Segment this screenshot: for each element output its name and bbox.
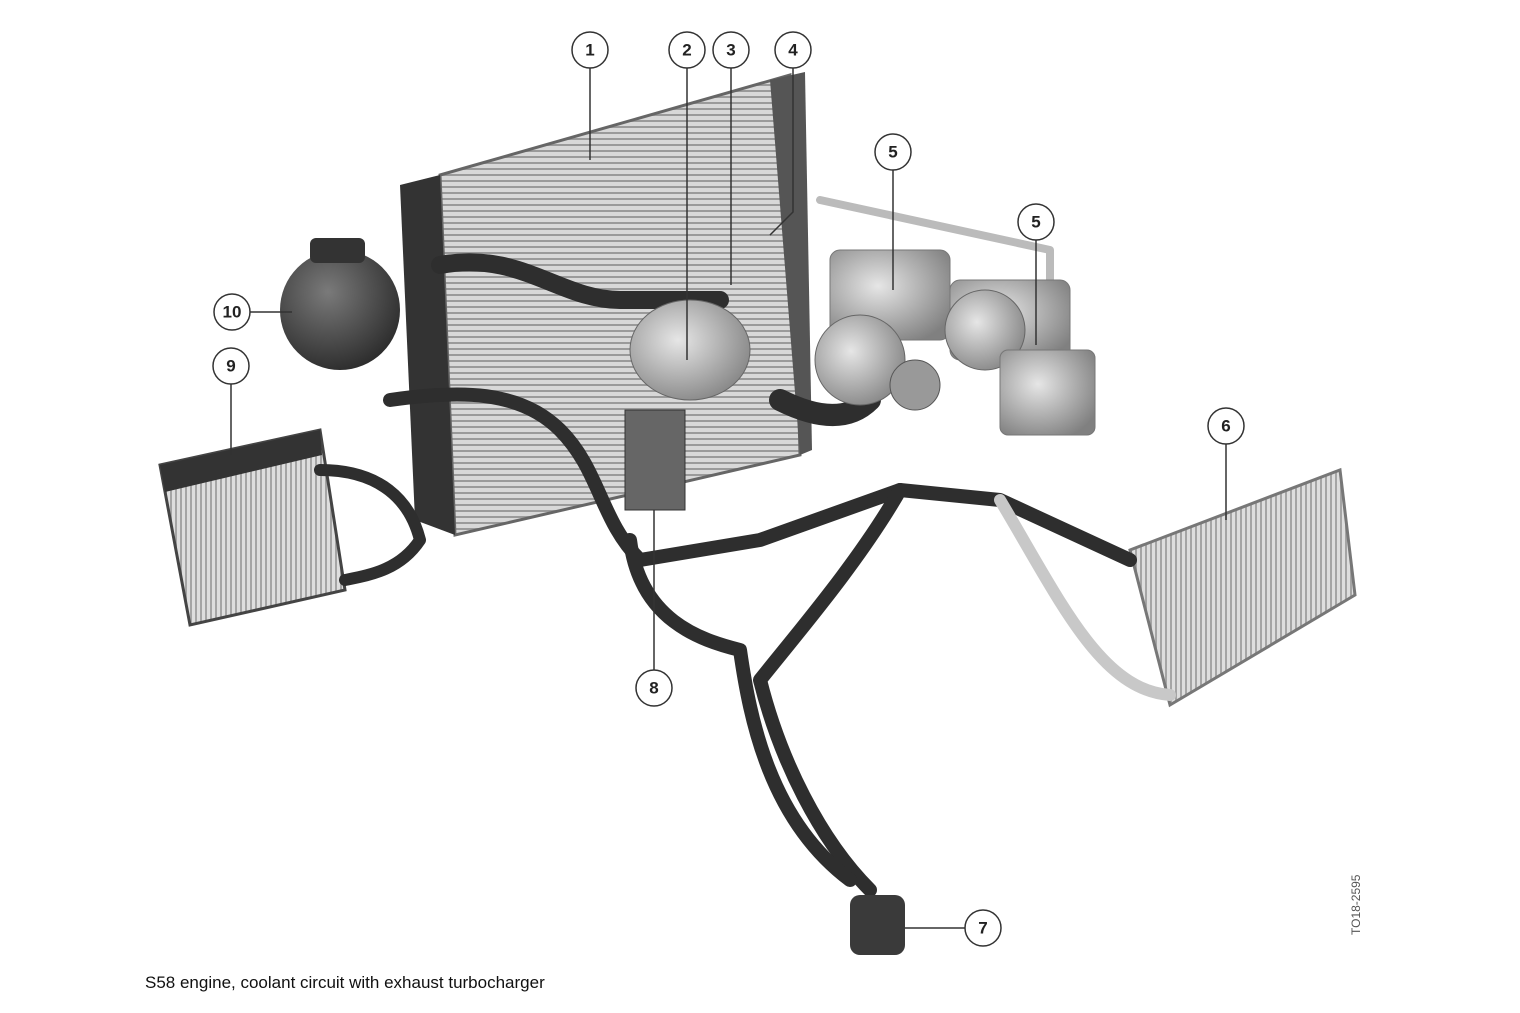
- callout-label: 7: [978, 919, 987, 938]
- callout-label: 5: [1031, 213, 1040, 232]
- callout-label: 9: [226, 357, 235, 376]
- callout-label: 1: [585, 41, 594, 60]
- callout-leaders: [230, 68, 1227, 929]
- exhaust-turbocharger-front: [814, 249, 951, 411]
- callout-5a: 5: [874, 133, 912, 171]
- callout-8: 8: [635, 669, 673, 707]
- heat-exchanger-right: [1128, 467, 1357, 708]
- figure-caption: S58 engine, coolant circuit with exhaust…: [145, 973, 545, 992]
- callout-4: 4: [774, 31, 812, 69]
- expansion-tank: [280, 238, 400, 370]
- callout-10: 10: [213, 293, 251, 331]
- callout-label: 8: [649, 679, 658, 698]
- callout-9: 9: [212, 347, 250, 385]
- exhaust-turbocharger-rear: [944, 279, 1096, 436]
- callout-6: 6: [1207, 407, 1245, 445]
- callout-label: 5: [888, 143, 897, 162]
- callout-label: 10: [223, 303, 242, 322]
- callout-5b: 5: [1017, 203, 1055, 241]
- document-id: TO18-2595: [1349, 874, 1363, 936]
- callout-3: 3: [712, 31, 750, 69]
- auxiliary-radiator-left: [158, 428, 347, 627]
- callout-label: 2: [682, 41, 691, 60]
- callout-label: 6: [1221, 417, 1230, 436]
- callout-7: 7: [964, 909, 1002, 947]
- callout-label: 4: [788, 41, 798, 60]
- callout-1: 1: [571, 31, 609, 69]
- callout-label: 3: [726, 41, 735, 60]
- callout-2: 2: [668, 31, 706, 69]
- coolant-hoses: [314, 196, 1176, 897]
- electric-coolant-pump: [850, 895, 905, 955]
- coolant-pump: [624, 299, 751, 511]
